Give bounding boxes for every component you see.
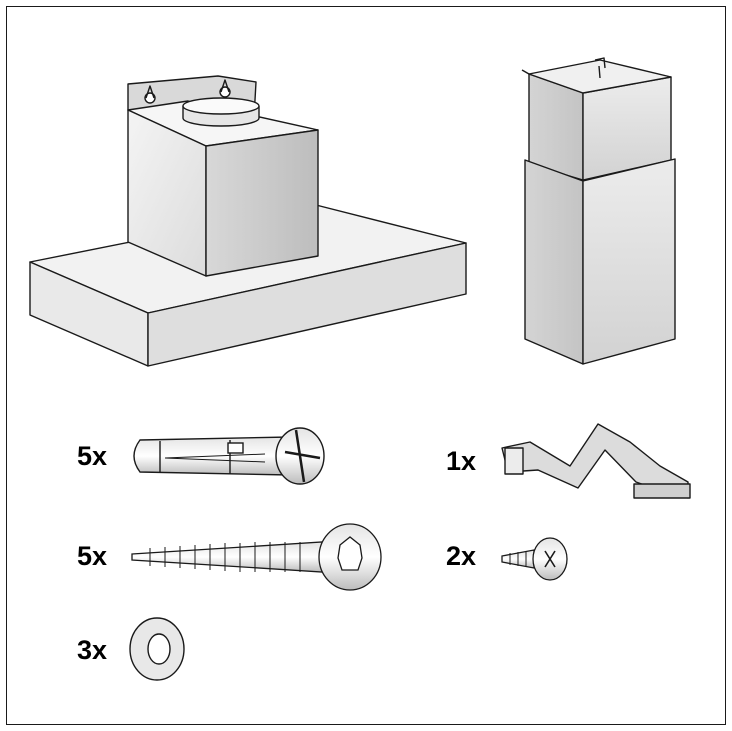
long-screw-icon xyxy=(131,523,382,591)
washer-icon xyxy=(129,617,185,681)
washer-quantity: 3x xyxy=(77,635,108,665)
short-screw-icon xyxy=(501,537,568,581)
diagram-frame xyxy=(6,6,726,725)
chimney-duct-icon xyxy=(521,57,676,365)
bracket-quantity: 1x xyxy=(446,446,477,476)
short-screw-quantity: 2x xyxy=(446,541,477,571)
wall-plug-icon xyxy=(133,427,325,485)
bracket-icon xyxy=(501,423,691,499)
long-screw-quantity: 5x xyxy=(77,541,108,571)
cooker-hood-icon xyxy=(29,75,467,367)
wall-plug-quantity: 5x xyxy=(77,441,108,471)
